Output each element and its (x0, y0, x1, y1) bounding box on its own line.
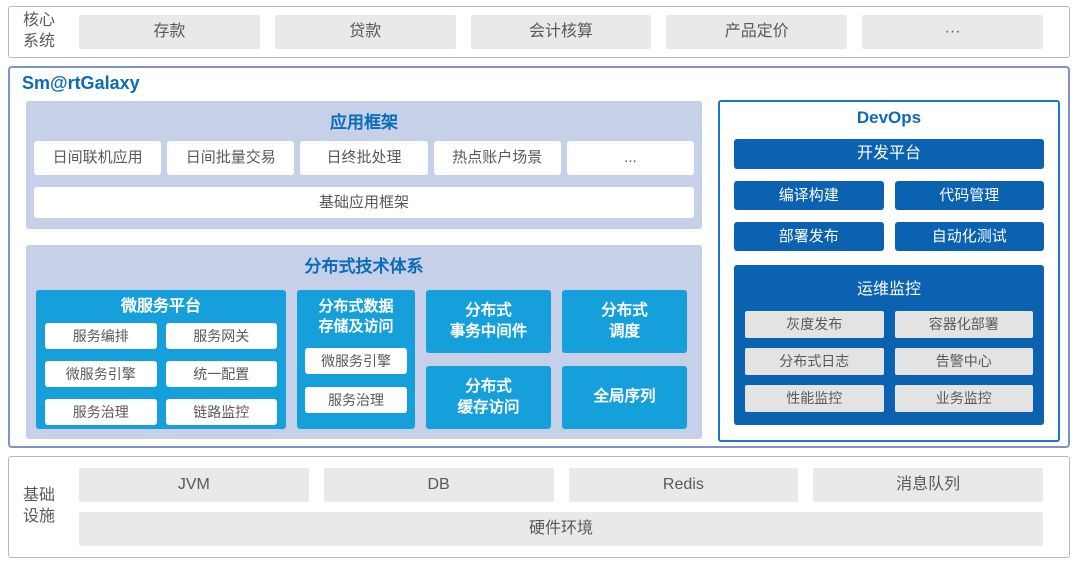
app-framework-item-more: ... (566, 141, 695, 175)
core-systems-row: 存款 贷款 会计核算 产品定价 ··· (79, 15, 1043, 49)
core-system-item: 存款 (79, 15, 260, 49)
ops-monitoring-item: 告警中心 (894, 348, 1033, 375)
app-framework-item: 热点账户场景 (433, 141, 561, 175)
app-framework-item: 日间批量交易 (167, 141, 295, 175)
transaction-middleware-block: 分布式 事务中间件 (426, 290, 551, 353)
infrastructure-row: JVM DB Redis 消息队列 (79, 468, 1043, 502)
microservice-item: 服务网关 (165, 323, 277, 349)
data-storage-item: 服务治理 (305, 386, 407, 413)
infrastructure-label: 基础 设施 (23, 487, 56, 525)
devops-title: DevOps (856, 108, 922, 127)
microservice-item: 服务编排 (45, 323, 157, 349)
global-sequence-block: 全局序列 (562, 366, 687, 429)
core-system-item: 贷款 (274, 15, 456, 49)
microservice-item: 统一配置 (165, 361, 277, 387)
microservice-item: 链路监控 (165, 399, 277, 425)
core-system-item-more: ··· (862, 15, 1043, 49)
ops-monitoring-item: 性能监控 (745, 385, 884, 412)
devops-tools-grid: 编译构建 代码管理 部署发布 自动化测试 (734, 181, 1044, 251)
devops-tool-item: 代码管理 (894, 181, 1044, 210)
devops-tool-item: 自动化测试 (894, 222, 1044, 251)
distributed-title: 分布式技术体系 (304, 257, 424, 276)
core-system-item: 产品定价 (666, 15, 848, 49)
distributed-content: 微服务平台 服务编排 服务网关 微服务引擎 统一配置 服务治理 链路监控 分布式… (36, 290, 692, 429)
core-systems-band: 核心 系统 存款 贷款 会计核算 产品定价 ··· (8, 6, 1070, 58)
distributed-panel: 分布式技术体系 微服务平台 服务编排 服务网关 微服务引擎 统一配置 服务治理 … (26, 245, 702, 439)
ops-monitoring-item: 业务监控 (894, 385, 1033, 412)
distributed-blocks-col: 分布式 调度 全局序列 (562, 290, 687, 429)
microservice-item: 微服务引擎 (45, 361, 157, 387)
infrastructure-band: 基础 设施 JVM DB Redis 消息队列 硬件环境 (8, 456, 1070, 558)
ops-monitoring-item: 容器化部署 (894, 311, 1033, 338)
scheduler-block: 分布式 调度 (562, 290, 687, 353)
core-systems-label: 核心 系统 (23, 12, 56, 50)
devops-tool-item: 部署发布 (734, 222, 884, 251)
app-framework-item: 日终批处理 (300, 141, 428, 175)
smartgalaxy-panel: Sm@rtGalaxy 应用框架 日间联机应用 日间批量交易 日终批处理 热点账… (8, 66, 1070, 448)
dev-platform-box: 开发平台 (734, 139, 1044, 169)
app-framework-panel: 应用框架 日间联机应用 日间批量交易 日终批处理 热点账户场景 ... 基础应用… (26, 101, 702, 229)
infrastructure-item: DB (323, 468, 554, 502)
infrastructure-item: Redis (568, 468, 799, 502)
ops-monitoring-grid: 灰度发布 容器化部署 分布式日志 告警中心 性能监控 业务监控 (745, 311, 1033, 412)
microservice-platform-panel: 微服务平台 服务编排 服务网关 微服务引擎 统一配置 服务治理 链路监控 (36, 290, 286, 429)
app-framework-title: 应用框架 (330, 113, 398, 132)
app-framework-item: 日间联机应用 (34, 141, 162, 175)
distributed-blocks-col: 分布式 事务中间件 分布式 缓存访问 (426, 290, 551, 429)
data-storage-item: 微服务引擎 (305, 347, 407, 374)
ops-monitoring-title: 运维监控 (856, 281, 921, 298)
infrastructure-item: 消息队列 (813, 468, 1043, 502)
ops-monitoring-panel: 运维监控 灰度发布 容器化部署 分布式日志 告警中心 性能监控 业务监控 (734, 265, 1044, 425)
microservice-platform-title: 微服务平台 (120, 298, 201, 315)
core-system-item: 会计核算 (470, 15, 652, 49)
devops-tool-item: 编译构建 (734, 181, 884, 210)
devops-panel: DevOps 开发平台 编译构建 代码管理 部署发布 自动化测试 运维监控 灰度… (718, 100, 1060, 442)
microservice-item: 服务治理 (45, 399, 157, 425)
ops-monitoring-item: 分布式日志 (745, 348, 884, 375)
data-storage-panel: 分布式数据 存储及访问 微服务引擎 服务治理 (297, 290, 415, 429)
cache-access-block: 分布式 缓存访问 (426, 366, 551, 429)
base-framework-box: 基础应用框架 (34, 187, 694, 218)
hardware-env-box: 硬件环境 (79, 512, 1043, 546)
infrastructure-rows: JVM DB Redis 消息队列 硬件环境 (79, 468, 1043, 546)
data-storage-title: 分布式数据 存储及访问 (318, 298, 394, 335)
app-framework-row: 日间联机应用 日间批量交易 日终批处理 热点账户场景 ... (34, 141, 695, 175)
microservice-grid: 服务编排 服务网关 微服务引擎 统一配置 服务治理 链路监控 (45, 323, 277, 425)
smartgalaxy-title: Sm@rtGalaxy (22, 73, 140, 93)
ops-monitoring-item: 灰度发布 (745, 311, 884, 338)
infrastructure-item: JVM (79, 468, 309, 502)
